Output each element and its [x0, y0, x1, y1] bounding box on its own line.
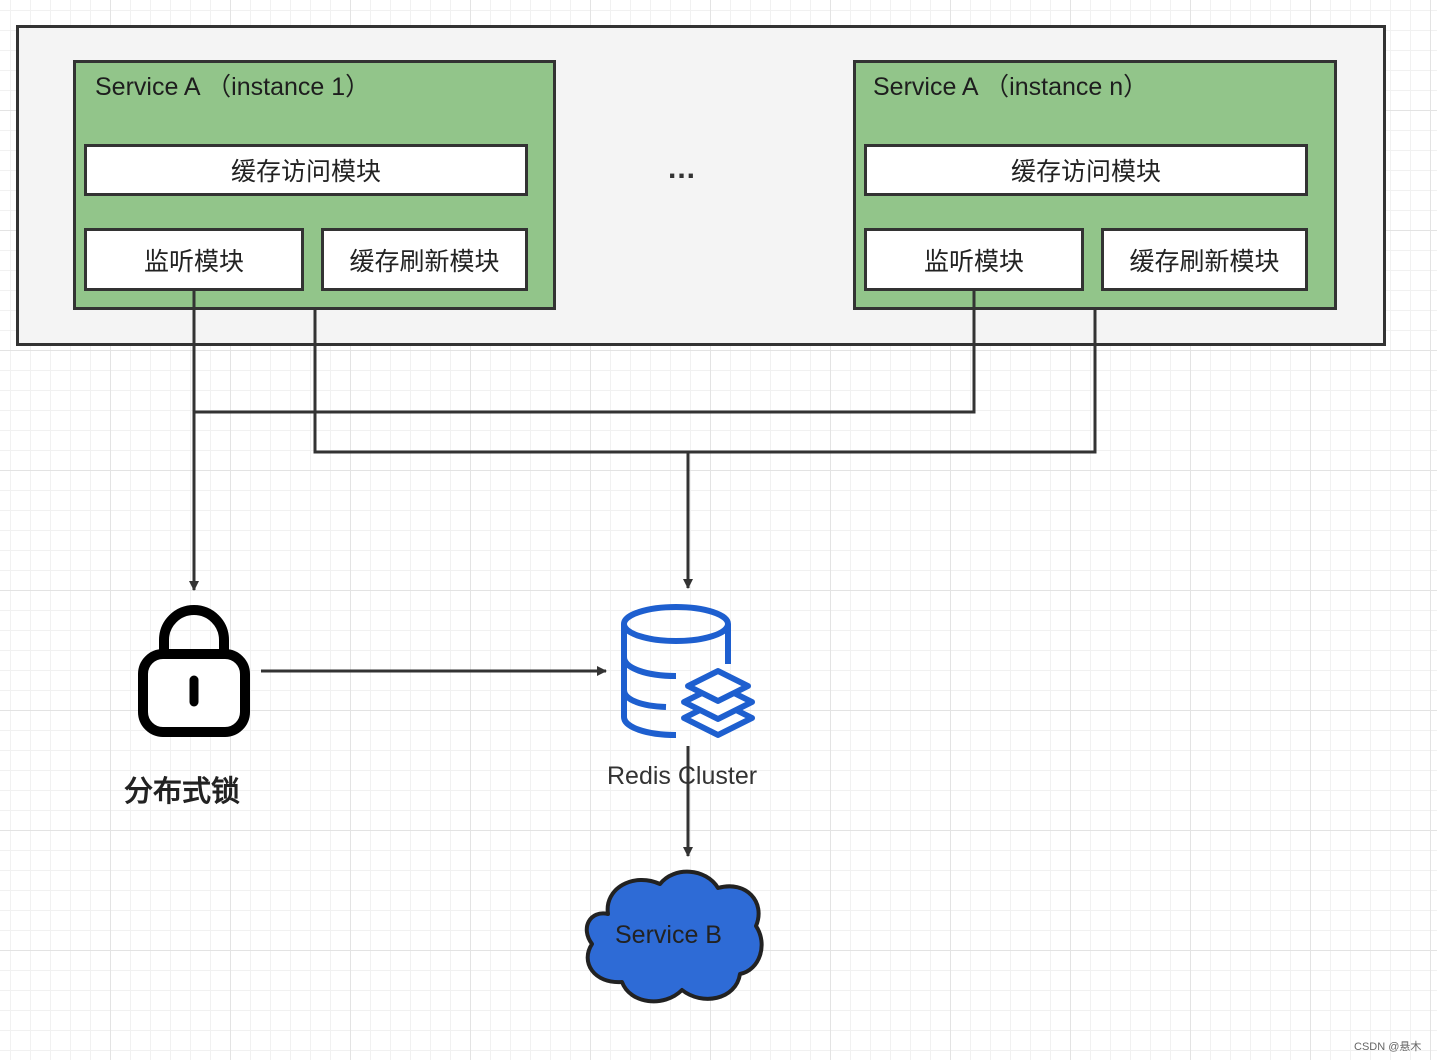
cache-access-module-1: 缓存访问模块 — [84, 144, 528, 196]
refresh-bus-line — [313, 310, 1097, 454]
redis-cluster-label: Redis Cluster — [607, 762, 758, 790]
distributed-lock-label: 分布式锁 — [124, 776, 241, 808]
service-b-label: Service B — [615, 921, 722, 949]
listener-module-1: 监听模块 — [84, 228, 304, 291]
service-a-instance-1-title: Service A （instance 1） — [95, 73, 371, 101]
service-b-cloud — [584, 869, 764, 1004]
cache-refresh-module-n: 缓存刷新模块 — [1101, 228, 1308, 291]
csdn-watermark: CSDN @悬木 — [1354, 1041, 1422, 1053]
more-instances-ellipsis: ... — [668, 152, 697, 185]
lock-icon — [138, 605, 250, 737]
cache-access-module-n: 缓存访问模块 — [864, 144, 1308, 196]
cache-refresh-module-1: 缓存刷新模块 — [321, 228, 528, 291]
database-stack-icon — [621, 604, 755, 738]
listener-n-connector — [194, 291, 976, 414]
listener-module-n: 监听模块 — [864, 228, 1084, 291]
service-a-instance-n-title: Service A （instance n） — [873, 73, 1149, 101]
